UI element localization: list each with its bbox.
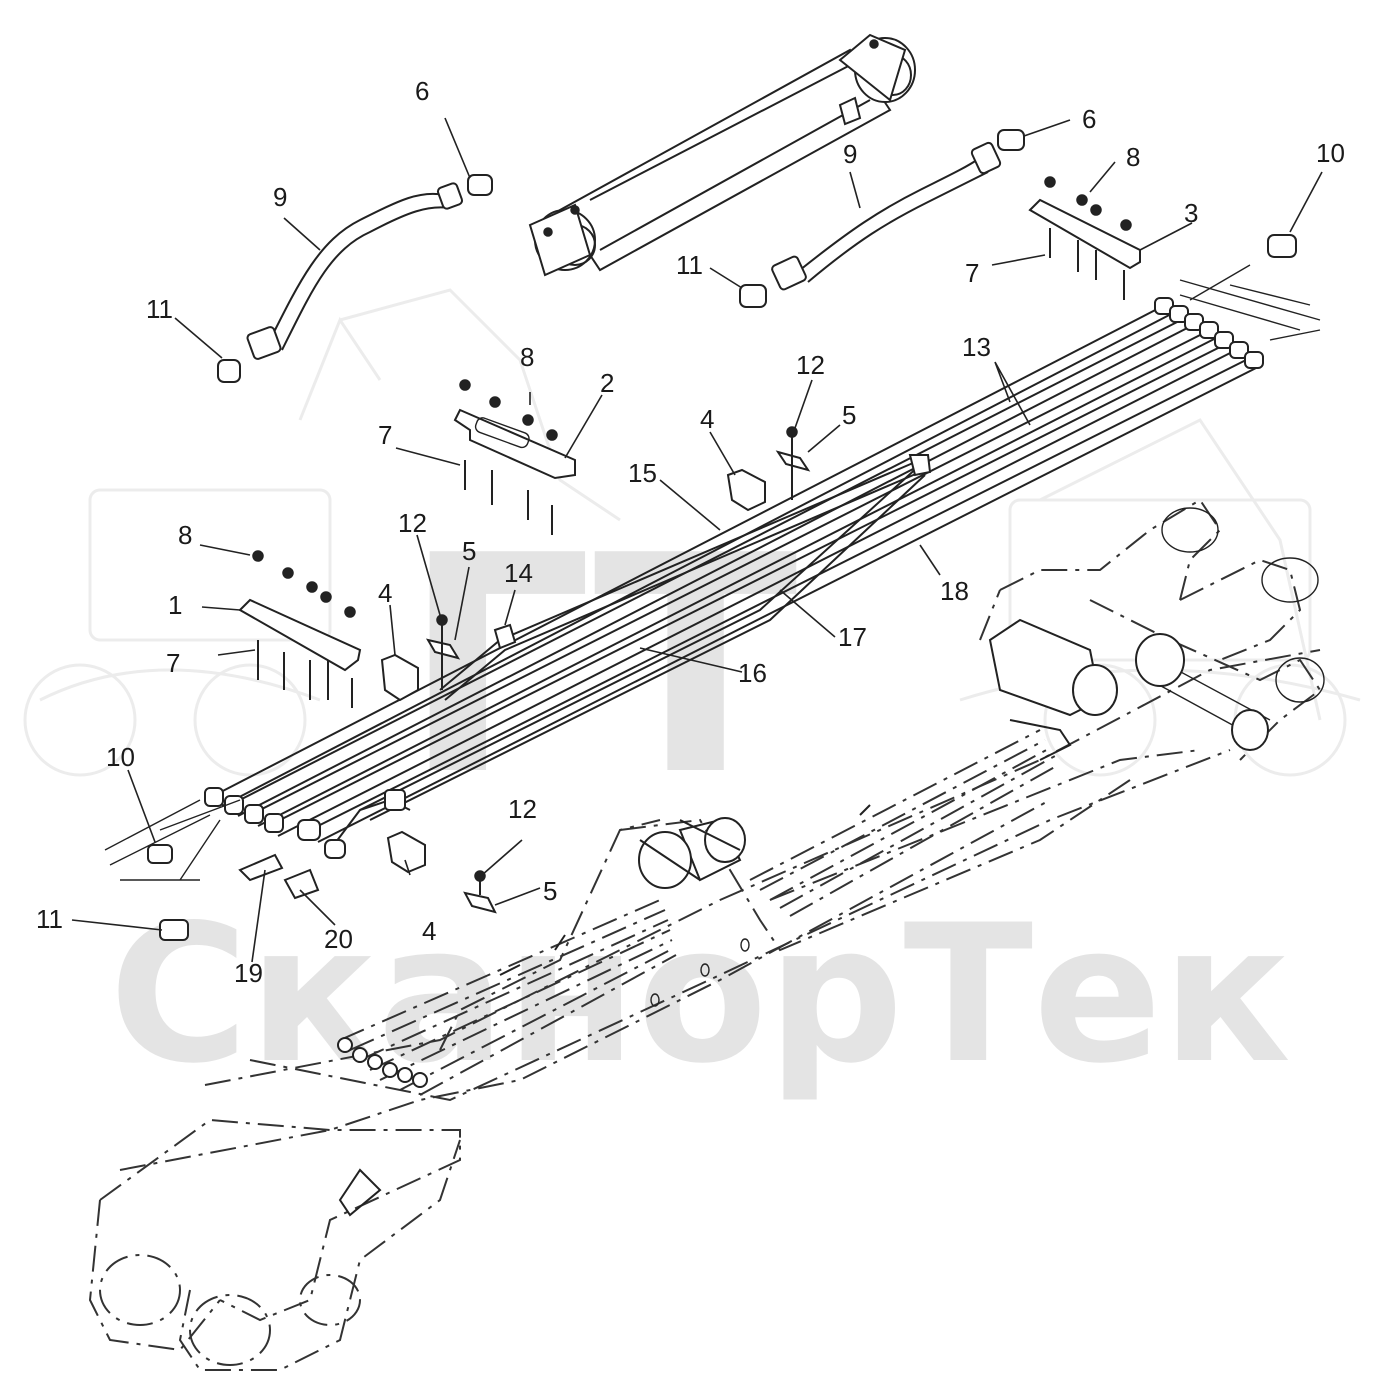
clamp-4-bottom bbox=[386, 830, 426, 874]
fitting-10-right bbox=[1267, 234, 1297, 258]
fasteners bbox=[252, 176, 1132, 895]
callout-11-top-left: 11 bbox=[146, 294, 173, 324]
tube-end-fittings-left bbox=[204, 787, 406, 859]
hose-left bbox=[246, 182, 464, 360]
boom-tube-bundle bbox=[337, 719, 1072, 1096]
callout-11-top-right: 11 bbox=[676, 250, 703, 280]
fitting-10-left bbox=[147, 844, 173, 864]
callout-18: 18 bbox=[940, 576, 969, 606]
callout-9-left: 9 bbox=[273, 182, 287, 212]
callout-5-bottom: 5 bbox=[543, 876, 557, 906]
callout-12-bottom: 12 bbox=[508, 794, 537, 824]
callout-6-right: 6 bbox=[1082, 104, 1096, 134]
boom-phantom bbox=[88, 498, 1325, 1371]
callout-1: 1 bbox=[168, 590, 182, 620]
callout-4-left: 4 bbox=[378, 578, 392, 608]
callout-7-right: 7 bbox=[965, 258, 979, 288]
fitting-11-bottom-left bbox=[159, 919, 189, 941]
fitting-11-top-left bbox=[217, 359, 241, 383]
callout-16: 16 bbox=[738, 658, 767, 688]
callout-17: 17 bbox=[838, 622, 867, 652]
bracket-3 bbox=[1028, 198, 1141, 270]
callout-11-bottom-left: 11 bbox=[36, 904, 63, 934]
callout-12-top: 12 bbox=[796, 350, 825, 380]
fitting-6-right bbox=[997, 129, 1025, 151]
callout-5-top: 5 bbox=[842, 400, 856, 430]
leader-lines bbox=[71, 117, 1323, 963]
callout-4-bottom: 4 bbox=[422, 916, 436, 946]
watermark-brand: СканорТек bbox=[109, 884, 1291, 1105]
callout-7-middle: 7 bbox=[378, 420, 392, 450]
plate-5-bottom bbox=[463, 891, 497, 914]
hose-right bbox=[771, 141, 1002, 291]
callout-19: 19 bbox=[234, 958, 263, 988]
fittings bbox=[147, 129, 1297, 941]
callout-2: 2 bbox=[600, 368, 614, 398]
callout-4-top: 4 bbox=[700, 404, 714, 434]
callout-7-left: 7 bbox=[166, 648, 180, 678]
clamp-4-top bbox=[726, 468, 766, 512]
callout-5-left: 5 bbox=[462, 536, 476, 566]
brackets bbox=[238, 198, 1141, 914]
callout-9-right: 9 bbox=[843, 139, 857, 169]
fitting-6-left bbox=[467, 174, 493, 196]
callout-8-middle: 8 bbox=[520, 342, 534, 372]
callout-15: 15 bbox=[628, 458, 657, 488]
fitting-11-top-right bbox=[739, 284, 767, 308]
hydraulic-cylinder bbox=[528, 33, 916, 277]
callout-6-left: 6 bbox=[415, 76, 429, 106]
callout-10-left: 10 bbox=[106, 742, 135, 772]
callout-12-left: 12 bbox=[398, 508, 427, 538]
bracket-2 bbox=[453, 408, 576, 480]
callout-3: 3 bbox=[1184, 198, 1198, 228]
callout-13: 13 bbox=[962, 332, 991, 362]
fitting-20 bbox=[283, 868, 320, 900]
callout-8-right: 8 bbox=[1126, 142, 1140, 172]
callout-10-right: 10 bbox=[1316, 138, 1345, 168]
callout-14: 14 bbox=[504, 558, 533, 588]
callout-20: 20 bbox=[324, 924, 353, 954]
callout-labels: 1 2 3 4 4 4 5 5 5 6 6 7 7 7 8 8 8 9 9 10… bbox=[36, 76, 1345, 988]
callout-8-left: 8 bbox=[178, 520, 192, 550]
tube-end-fittings-right bbox=[1154, 297, 1264, 369]
fitting-19 bbox=[238, 853, 284, 882]
tube-set bbox=[104, 264, 1321, 881]
